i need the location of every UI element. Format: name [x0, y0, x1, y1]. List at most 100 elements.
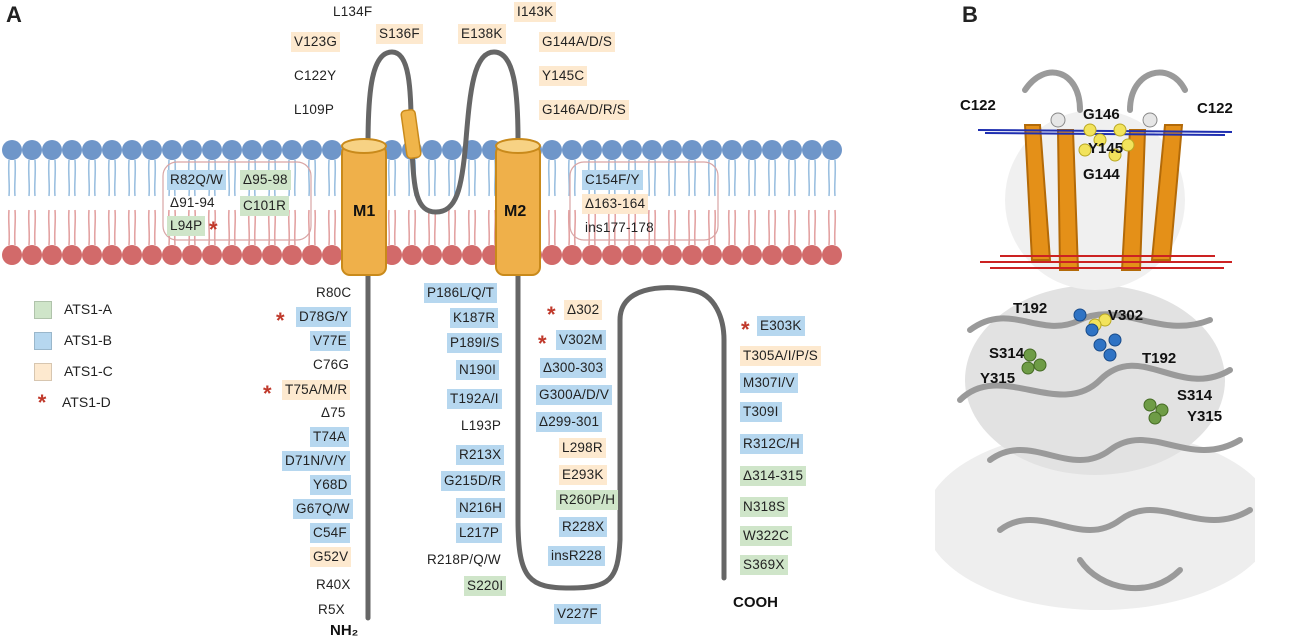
mutation-label: S220I — [464, 576, 507, 596]
structure-label-y145: Y145 — [1088, 140, 1124, 157]
mutation-label: V227F — [554, 604, 601, 624]
mutation-label: R213X — [456, 445, 505, 465]
mutation-label: S369X — [740, 555, 788, 575]
panel-b-label: B — [962, 2, 978, 27]
mutation-label: T75A/M/R — [282, 380, 351, 400]
mutation-label: K187R — [450, 308, 499, 328]
m1-helix — [341, 138, 387, 276]
mutation-label: C101R — [240, 196, 290, 216]
ats1-d-star: * — [547, 302, 556, 327]
mutation-label: I143K — [514, 2, 557, 22]
ats1-d-star: * — [209, 217, 218, 242]
mutation-label: ins177-178 — [585, 220, 654, 235]
ats1-d-star: * — [538, 331, 547, 356]
structure-label-y315: Y315 — [1187, 408, 1223, 425]
right-membrane-box — [569, 161, 719, 241]
mutation-label: E138K — [458, 24, 506, 44]
legend-label: ATS1-D — [62, 394, 111, 410]
mutation-label: T192A/I — [447, 389, 502, 409]
mutation-label: T309I — [740, 402, 782, 422]
mutation-label: W322C — [740, 526, 793, 546]
mutation-label: Y68D — [310, 475, 351, 495]
channel-structure-illustration — [935, 69, 1255, 610]
ats1-d-star: * — [276, 308, 285, 333]
structure-label-v302: V302 — [1108, 307, 1144, 324]
mutation-label: L217P — [456, 523, 503, 543]
mutation-label: N216H — [456, 498, 506, 518]
legend-star-icon: * — [37, 390, 47, 416]
mutation-label: T74A — [310, 427, 350, 447]
legend-item-ats1-b: ATS1-B — [34, 331, 112, 351]
mutation-label: L134F — [333, 4, 373, 19]
mutation-label: R82Q/W — [167, 170, 226, 190]
mutation-label: G300A/D/V — [536, 385, 613, 405]
mutation-label: E293K — [559, 465, 607, 485]
panel-a-label: A — [6, 2, 22, 27]
legend-item-ats1-c: ATS1-C — [34, 362, 113, 382]
legend-label: ATS1-B — [64, 332, 112, 348]
mutation-label: R80C — [316, 285, 352, 300]
mutation-label: R312C/H — [740, 434, 803, 454]
mutation-label: R260P/H — [556, 490, 619, 510]
legend-item-ats1-d: * ATS1-D — [34, 390, 111, 416]
mutation-label: R218P/Q/W — [427, 552, 501, 567]
m1-label: M1 — [353, 203, 376, 220]
mutation-label: D78G/Y — [296, 307, 352, 327]
mutation-label: L298R — [559, 438, 606, 458]
legend-swatch — [34, 301, 52, 320]
mutation-label: L109P — [294, 102, 335, 117]
mutation-label: Δ302 — [564, 300, 603, 320]
mutation-label: P186L/Q/T — [424, 283, 498, 303]
mutation-label: R5X — [318, 602, 345, 617]
mutation-label: Δ299-301 — [536, 412, 603, 432]
legend-swatch — [34, 363, 52, 382]
ats1-d-star: * — [263, 381, 272, 406]
mutation-label: Δ75 — [321, 405, 346, 420]
mutation-label: G144A/D/S — [539, 32, 616, 52]
mutation-label: L94P — [167, 216, 206, 236]
mutation-label: insR228 — [548, 546, 605, 566]
mutation-label: C54F — [310, 523, 350, 543]
mutation-label: L193P — [461, 418, 502, 433]
mutation-label: C154F/Y — [582, 170, 643, 190]
mutation-label: T305A/I/P/S — [740, 346, 821, 366]
n-terminus-label: NH₂ — [330, 622, 359, 639]
ats1-d-star: * — [741, 317, 750, 342]
m2-helix — [495, 138, 541, 276]
amphipathic-helix — [400, 109, 422, 159]
mutation-label: R40X — [316, 577, 351, 592]
mutation-label: C122Y — [294, 68, 337, 83]
structure-label-c122: C122 — [1197, 100, 1233, 117]
mutation-label: Δ91-94 — [170, 195, 215, 210]
mutation-label: E303K — [757, 316, 805, 336]
mutation-label: R228X — [559, 517, 608, 537]
mutation-label: G146A/D/R/S — [539, 100, 629, 120]
legend-label: ATS1-C — [64, 363, 113, 379]
mutation-label: N190I — [456, 360, 500, 380]
mutation-label: V123G — [291, 32, 341, 52]
c-terminus-label: COOH — [733, 594, 778, 611]
legend-label: ATS1-A — [64, 301, 112, 317]
mutation-label: N318S — [740, 497, 789, 517]
mutation-label: G67Q/W — [293, 499, 353, 519]
mutation-label: Δ314-315 — [740, 466, 807, 486]
mutation-label: V302M — [556, 330, 606, 350]
mutation-label: G52V — [310, 547, 352, 567]
protein-chain — [365, 49, 727, 621]
mutation-label: Δ163-164 — [582, 194, 649, 214]
mutation-label: Y145C — [539, 66, 588, 86]
mutation-label: Δ300-303 — [540, 358, 607, 378]
structure-label-t192: T192 — [1013, 300, 1048, 317]
structure-label-c122: C122 — [960, 97, 996, 114]
legend-item-ats1-a: ATS1-A — [34, 300, 112, 320]
structure-label-g144: G144 — [1083, 166, 1120, 183]
mutation-label: D71N/V/Y — [282, 451, 350, 471]
legend-swatch — [34, 332, 52, 351]
mutation-label: S136F — [376, 24, 423, 44]
mutation-label: M307I/V — [740, 373, 798, 393]
structure-label-s314: S314 — [1177, 387, 1213, 404]
mutation-label: Δ95-98 — [240, 170, 291, 190]
structure-label-g146: G146 — [1083, 106, 1120, 123]
structure-label-t192: T192 — [1142, 350, 1177, 367]
